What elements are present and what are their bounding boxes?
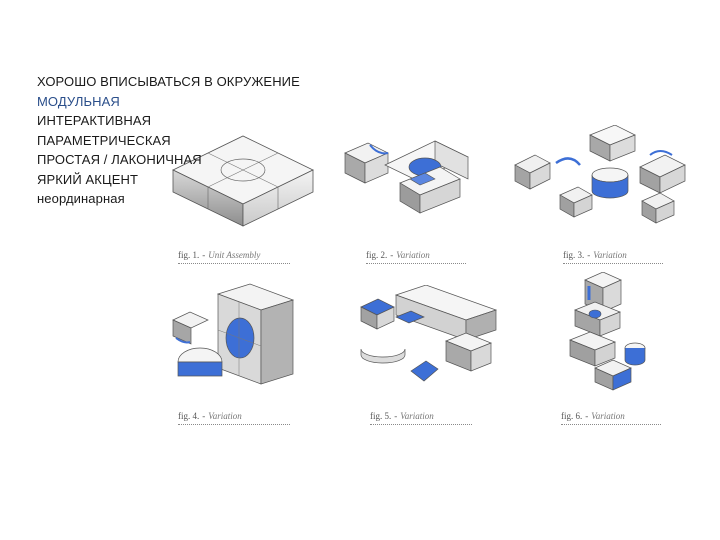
figure-5-image xyxy=(356,285,506,390)
caption-number: fig. 4. xyxy=(178,411,200,421)
figure-2-caption: fig. 2.-Variation xyxy=(366,249,466,264)
caption-number: fig. 5. xyxy=(370,411,392,421)
figure-6-caption: fig. 6.-Variation xyxy=(561,410,661,425)
figure-5-caption: fig. 5.-Variation xyxy=(370,410,472,425)
figure-1-image xyxy=(168,130,318,230)
caption-number: fig. 1. xyxy=(178,250,200,260)
caption-title: Variation xyxy=(400,411,434,421)
caption-title: Variation xyxy=(396,250,430,260)
caption-number: fig. 6. xyxy=(561,411,583,421)
feature-item-modular: МОДУЛЬНАЯ xyxy=(37,93,120,109)
caption-number: fig. 2. xyxy=(366,250,388,260)
figure-4-caption: fig. 4.-Variation xyxy=(178,410,290,425)
caption-separator: - xyxy=(390,250,394,260)
caption-title: Variation xyxy=(593,250,627,260)
feature-list: ХОРОШО ВПИСЫВАТЬСЯ В ОКРУЖЕНИЕ МОДУЛЬНАЯ… xyxy=(37,72,337,209)
caption-separator: - xyxy=(202,250,206,260)
caption-number: fig. 3. xyxy=(563,250,585,260)
caption-title: Variation xyxy=(208,411,242,421)
feature-item-accent: ЯРКИЙ АКЦЕНТ xyxy=(37,171,138,187)
caption-separator: - xyxy=(585,411,589,421)
caption-separator: - xyxy=(202,411,206,421)
caption-title: Unit Assembly xyxy=(208,250,261,260)
feature-item-parametric: ПАРАМЕТРИЧЕСКАЯ xyxy=(37,132,171,148)
figure-3-image xyxy=(510,125,690,225)
figure-1-caption: fig. 1.-Unit Assembly xyxy=(178,249,290,264)
figure-4-image xyxy=(168,282,298,390)
feature-item-environment: ХОРОШО ВПИСЫВАТЬСЯ В ОКРУЖЕНИЕ xyxy=(37,74,300,89)
caption-separator: - xyxy=(587,250,591,260)
caption-title: Variation xyxy=(591,411,625,421)
figure-2-image xyxy=(340,125,475,225)
feature-item-interactive: ИНТЕРАКТИВНАЯ xyxy=(37,113,152,128)
feature-item-unusual: неординарная xyxy=(37,191,125,206)
figure-6-image xyxy=(565,272,650,392)
figure-3-caption: fig. 3.-Variation xyxy=(563,249,663,264)
feature-item-simple: ПРОСТАЯ / ЛАКОНИЧНАЯ xyxy=(37,152,202,167)
caption-separator: - xyxy=(394,411,398,421)
